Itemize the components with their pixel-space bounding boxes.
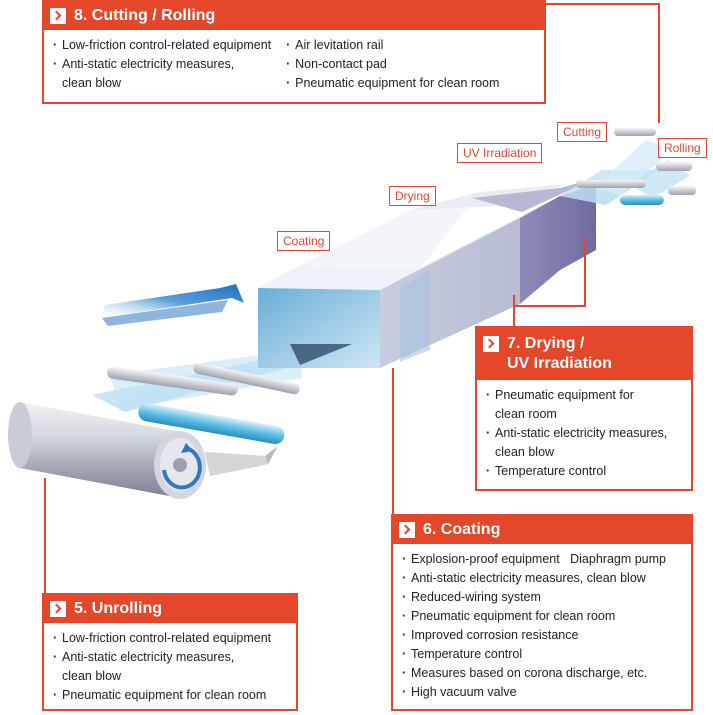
- equipment-list: Pneumatic equipment for clean room Anti-…: [485, 386, 683, 481]
- list-item: Temperature control: [485, 462, 683, 481]
- list-item: Explosion-proof equipment Diaphragm pump: [401, 550, 683, 569]
- list-item: Improved corrosion resistance: [401, 626, 683, 645]
- list-item: Pneumatic equipment for clean room: [401, 607, 683, 626]
- tag-cutting: Cutting: [557, 122, 608, 142]
- uv-chamber: [472, 178, 596, 212]
- list-item: Reduced-wiring system: [401, 588, 683, 607]
- list-item: High vacuum valve: [401, 683, 683, 702]
- list-item: Low-friction control-related equipment: [52, 629, 288, 648]
- list-item: Anti-static electricity measures, clean …: [52, 648, 288, 686]
- tag-rolling: Rolling: [658, 138, 707, 158]
- list-item: Anti-static electricity measures, clean …: [485, 424, 683, 462]
- chevron-right-icon: [399, 522, 415, 538]
- chevron-right-icon: [50, 8, 66, 24]
- coating-chamber: [258, 266, 420, 290]
- connector-cutting: [545, 3, 660, 5]
- stage-title: 7. Drying / UV Irradiation: [507, 335, 612, 372]
- stage-unrolling: 5. Unrolling Low-friction control-relate…: [42, 593, 298, 711]
- list-item: Pneumatic equipment for clean room: [485, 386, 683, 424]
- equipment-list: Low-friction control-related equipment A…: [52, 629, 288, 705]
- chevron-right-icon: [483, 336, 499, 352]
- list-item: Anti-static electricity measures, clean …: [401, 569, 683, 588]
- flow-direction-arrow: [100, 284, 244, 318]
- stage-drying-uv: 7. Drying / UV Irradiation Pneumatic equ…: [475, 326, 693, 491]
- list-item: Pneumatic equipment for clean room: [52, 686, 288, 705]
- stage-title: 6. Coating: [423, 521, 501, 538]
- connector-coating: [392, 368, 394, 514]
- list-item: Low-friction control-related equipment: [52, 36, 271, 55]
- equipment-list-left: Low-friction control-related equipment A…: [52, 36, 271, 93]
- list-item: Measures based on corona discharge, etc.: [401, 664, 683, 683]
- chevron-right-icon: [50, 601, 66, 617]
- drying-chamber: [298, 192, 480, 268]
- tag-coating: Coating: [277, 231, 331, 251]
- list-item: Non-contact pad: [285, 55, 499, 74]
- connector-unrolling: [44, 478, 46, 593]
- list-item: Temperature control: [401, 645, 683, 664]
- stage-title: 5. Unrolling: [74, 600, 162, 617]
- list-item: Anti-static electricity measures, clean …: [52, 55, 271, 93]
- stage-title: 8. Cutting / Rolling: [74, 7, 216, 24]
- tag-uv-irradiation: UV Irradiation: [457, 143, 543, 163]
- connector-drying: [513, 305, 585, 307]
- tag-drying: Drying: [389, 186, 436, 206]
- equipment-list: Explosion-proof equipment Diaphragm pump…: [401, 550, 683, 702]
- unwind-roll: [8, 402, 206, 499]
- list-item: Air levitation rail: [285, 36, 499, 55]
- stage-cutting-rolling: 8. Cutting / Rolling Low-friction contro…: [42, 0, 546, 104]
- equipment-list-right: Air levitation rail Non-contact pad Pneu…: [285, 36, 499, 93]
- list-item: Pneumatic equipment for clean room: [285, 74, 499, 93]
- stage-coating: 6. Coating Explosion-proof equipment Dia…: [391, 514, 693, 711]
